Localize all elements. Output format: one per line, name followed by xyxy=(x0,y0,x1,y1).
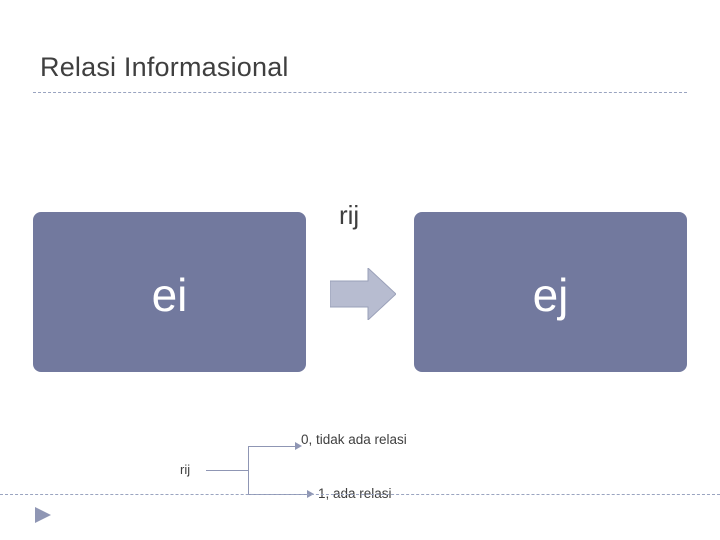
entity-box-left-label: ei xyxy=(151,269,188,321)
entity-box-right[interactable]: ej xyxy=(414,212,687,372)
legend-option-no-relation: 0, tidak ada relasi xyxy=(301,432,407,447)
legend-connector-upper xyxy=(248,446,296,447)
legend-arrowhead-upper-icon xyxy=(295,442,302,450)
relation-arrow-icon xyxy=(330,268,396,320)
footer-divider xyxy=(0,494,720,495)
legend-connector-vertical xyxy=(248,446,249,494)
title-divider xyxy=(33,92,687,93)
entity-box-left[interactable]: ei xyxy=(33,212,306,372)
legend-connector-stem xyxy=(206,470,248,471)
legend-option-has-relation: 1, ada relasi xyxy=(318,486,392,501)
relation-arrow-label: rij xyxy=(339,200,360,230)
play-triangle-icon[interactable] xyxy=(33,505,53,525)
page-title: Relasi Informasional xyxy=(40,52,289,82)
entity-box-right-label: ej xyxy=(532,269,569,321)
legend-symbol-label: rij xyxy=(180,462,191,477)
